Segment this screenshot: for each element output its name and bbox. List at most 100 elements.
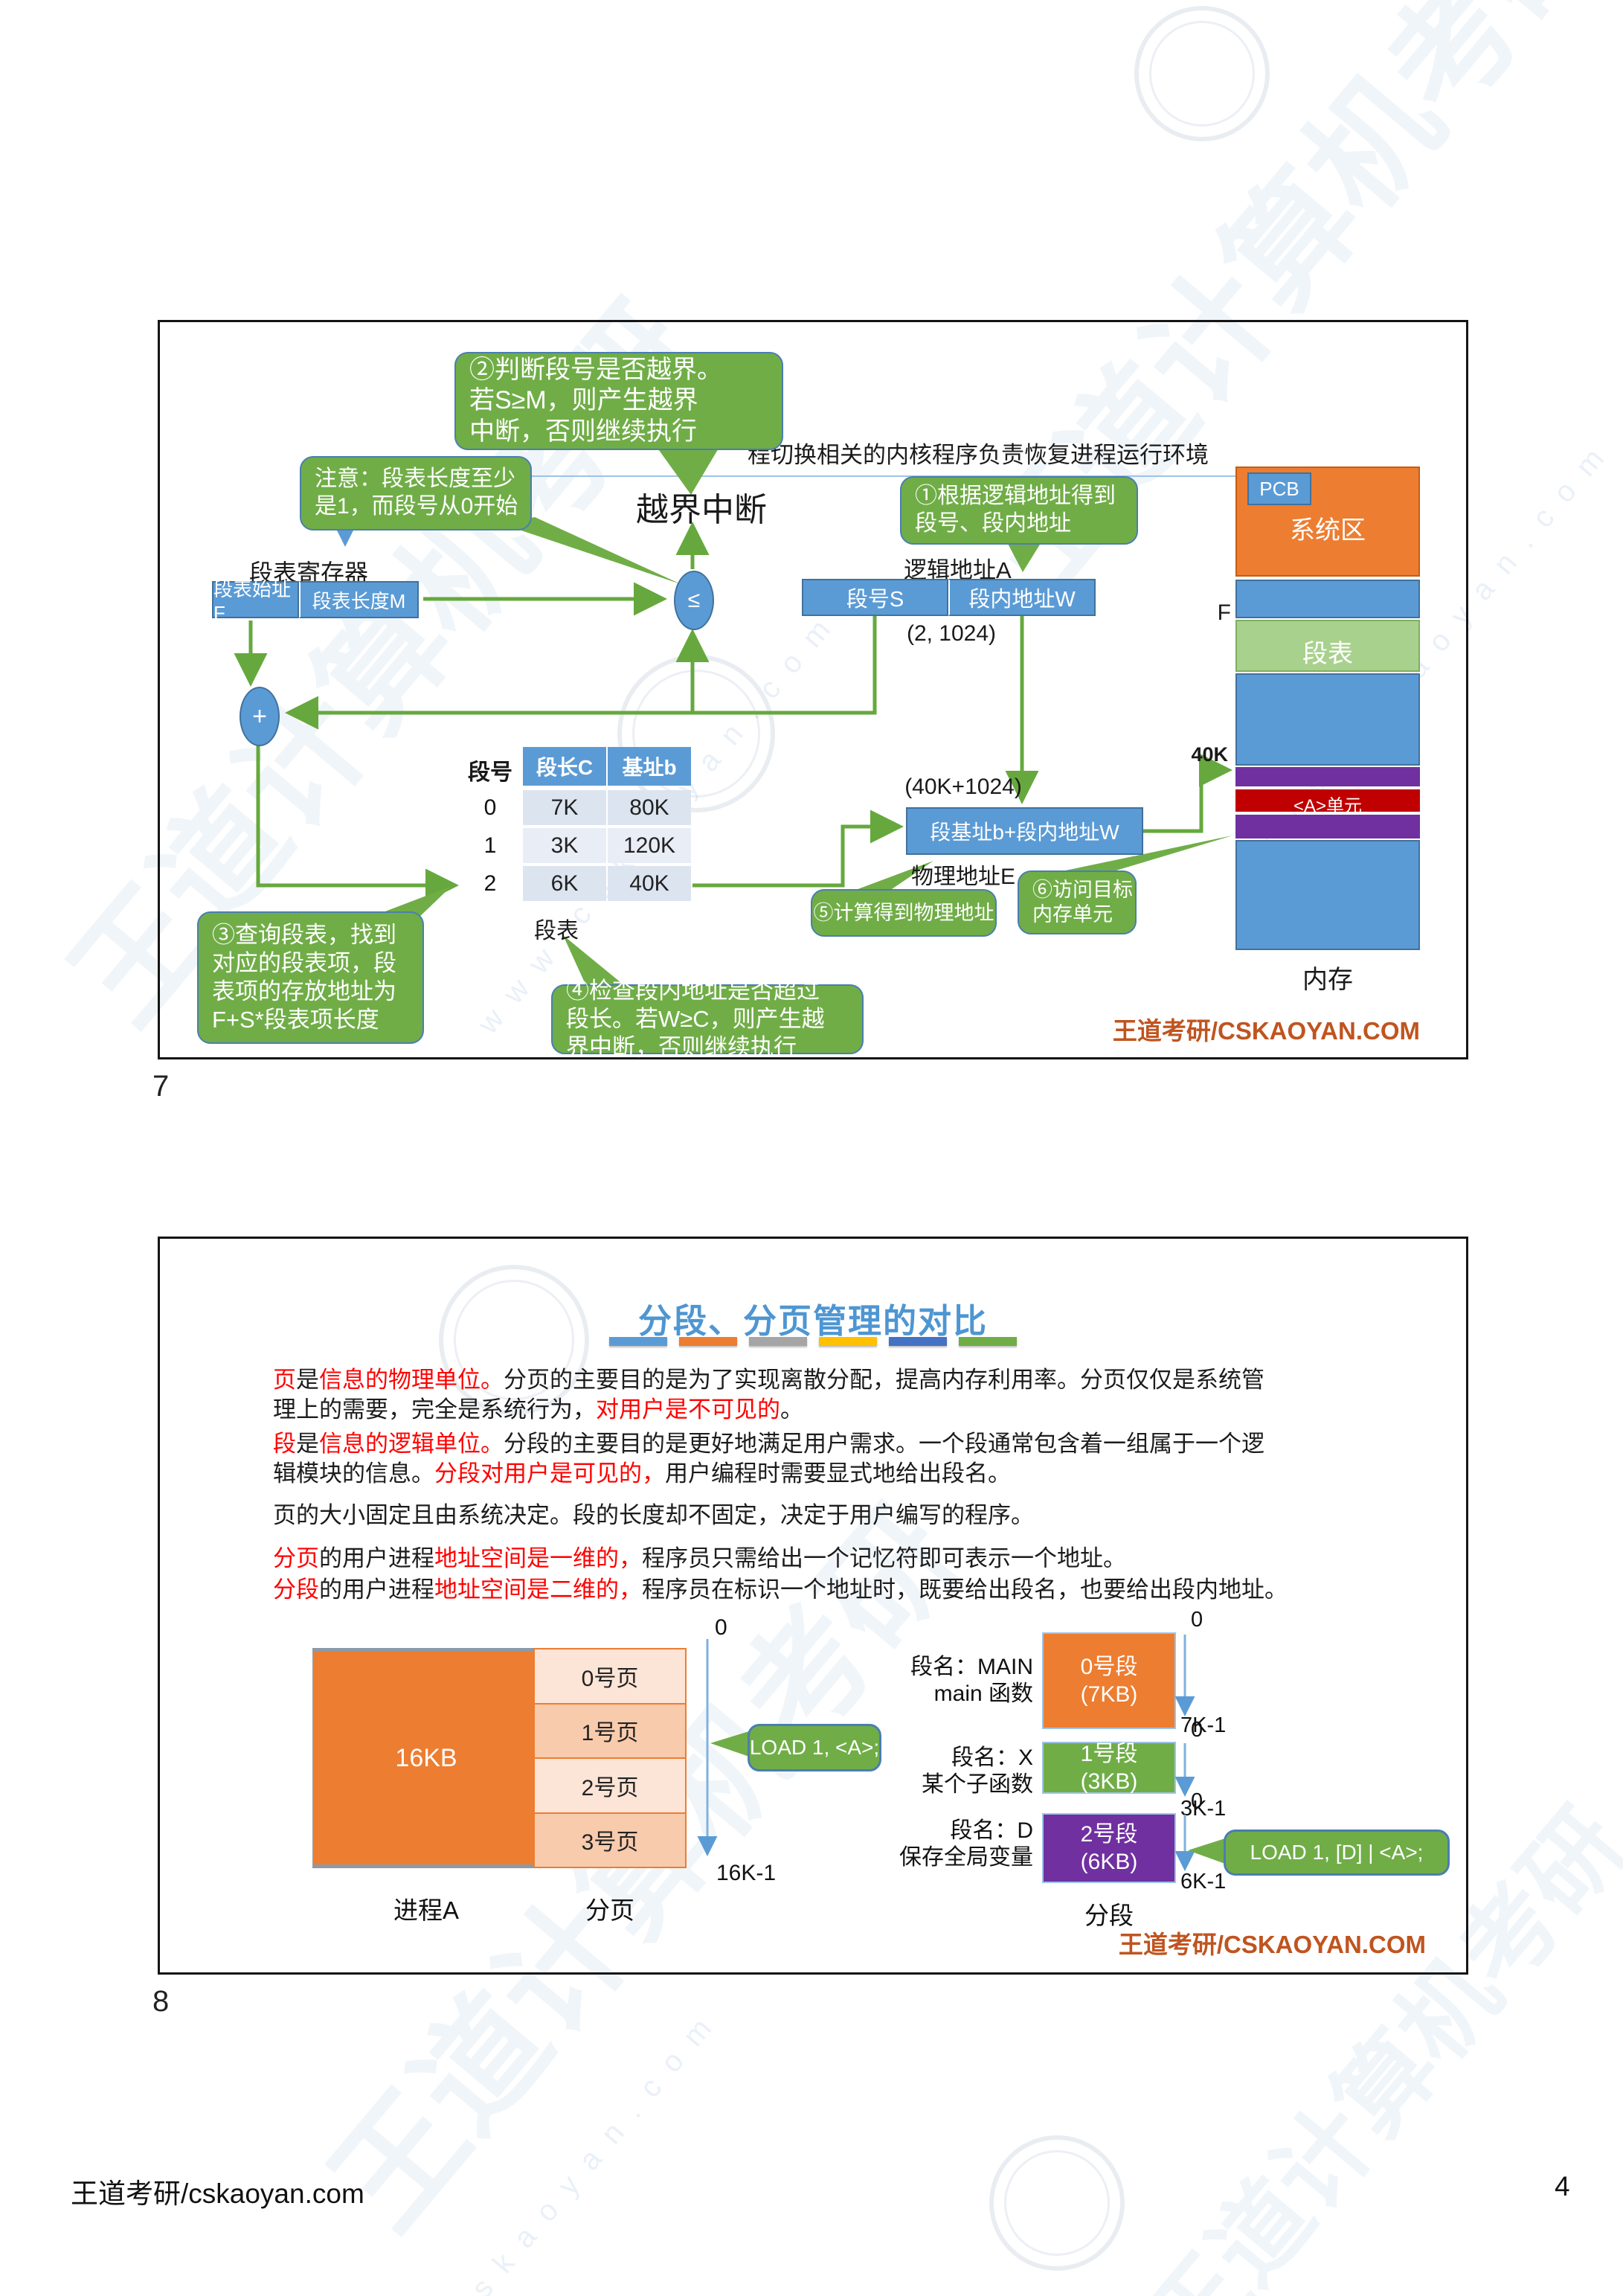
emphasis-red-text: 段 bbox=[273, 1431, 296, 1457]
callout-line: 表项的存放地址为 bbox=[212, 978, 396, 1004]
paging-axis-top: 0 bbox=[715, 1615, 727, 1640]
callout-step5-compute-physical: ⑤计算得到物理地址 bbox=[811, 889, 997, 937]
physical-sum-value: (40K+1024) bbox=[904, 775, 1022, 799]
body-text: 是 bbox=[296, 1367, 319, 1393]
segment-axis-bottom: 7K-1 bbox=[1180, 1713, 1227, 1737]
logical-segment-number-cell: 段号S bbox=[802, 579, 948, 616]
callout-step1-split-logical-address: ①根据逻辑地址得到 段号、段内地址 bbox=[900, 476, 1138, 545]
emphasis-red-text: 分段对用户是可见的， bbox=[434, 1460, 665, 1487]
logical-offset-cell: 段内地址W bbox=[948, 579, 1096, 616]
callout-line: 段长。若W≥C，则产生越 bbox=[566, 1006, 825, 1033]
footer-page-number: 4 bbox=[1555, 2171, 1570, 2202]
segment-name-line: 段名：MAIN bbox=[910, 1655, 1033, 1679]
segment-box: 0号段 (7KB) bbox=[1042, 1632, 1176, 1729]
load-instruction-paging: LOAD 1, <A>; bbox=[748, 1724, 881, 1771]
callout-line: 是1，而段号从0开始 bbox=[315, 494, 518, 519]
body-text: 分页的主要目的是为了实现离散分配，提高内存利用率。分页仅仅是系统管 bbox=[504, 1367, 1264, 1393]
callout-line: ⑥访问目标 bbox=[1032, 879, 1133, 902]
emphasis-red-text: 地址空间是一维的， bbox=[434, 1545, 642, 1571]
callout-line: 对应的段表项，段 bbox=[212, 950, 396, 977]
callout-line: 内存单元 bbox=[1032, 903, 1113, 926]
emphasis-red-text: 地址空间是二维的， bbox=[434, 1577, 642, 1603]
slide7-page-number: 7 bbox=[152, 1070, 170, 1103]
segment-base-cell: 80K bbox=[608, 790, 691, 825]
emphasis-red-text: 信息的物理单位。 bbox=[319, 1367, 504, 1393]
paragraph: 页是信息的物理单位。分页的主要目的是为了实现离散分配，提高内存利用率。分页仅仅是… bbox=[273, 1365, 1389, 1425]
title-underline-bar bbox=[959, 1337, 1017, 1346]
watermark-stamp bbox=[989, 2135, 1125, 2271]
segmentation-label: 分段 bbox=[1084, 1902, 1134, 1929]
segment-table-band-label: 段表 bbox=[1302, 640, 1353, 668]
body-text: 程序员只需给出一个记忆符即可表示一个地址。 bbox=[642, 1545, 1126, 1571]
body-text: 页的大小固定且由系统决定。段的长度却不固定，决定于用户编写的程序。 bbox=[273, 1502, 1034, 1528]
emphasis-red-text: 对用户是不可见的 bbox=[596, 1396, 780, 1423]
memory-f-pointer: F bbox=[1217, 600, 1231, 625]
callout-step4-check-offset: ④检查段内地址是否超过 段长。若W≥C，则产生越 界中断，否则继续执行 bbox=[551, 978, 864, 1060]
callout-step2-check-bounds: ②判断段号是否越界。 若S≥M，则产生越界 中断，否则继续执行 bbox=[454, 352, 783, 450]
callout-line: ④检查段内地址是否超过 bbox=[566, 978, 820, 1004]
segment-name-line: 段名：D bbox=[950, 1818, 1033, 1843]
brand-slide7: 王道考研/CSKAOYAN.COM bbox=[1112, 1017, 1420, 1045]
memory-system-area: 系统区 bbox=[1235, 466, 1420, 577]
page-cell: 0号页 bbox=[535, 1649, 685, 1703]
body-text: 。 bbox=[780, 1396, 803, 1423]
segment-table-header-base: 基址b bbox=[608, 747, 691, 786]
segment-base-cell: 120K bbox=[608, 828, 691, 863]
body-text: 辑模块的信息。 bbox=[273, 1460, 434, 1487]
process-a-box: 16KB bbox=[312, 1648, 540, 1868]
callout-step3-lookup-segment-table: ③查询段表，找到 对应的段表项，段 表项的存放地址为 F+S*段表项长度 bbox=[197, 911, 424, 1044]
segment-base-cell: 40K bbox=[608, 866, 691, 901]
register-length-cell: 段表长度M bbox=[299, 581, 419, 618]
callout-line: ②判断段号是否越界。 bbox=[469, 355, 722, 384]
target-cell-label: <A>单元 bbox=[1293, 796, 1363, 816]
callout-line: ⑤计算得到物理地址 bbox=[813, 901, 994, 924]
emphasis-red-text: 页 bbox=[273, 1367, 296, 1393]
segment-number-cell: 1 bbox=[483, 833, 497, 858]
compare-node: ≤ bbox=[674, 571, 714, 630]
callout-line: 注意：段表长度至少 bbox=[315, 466, 515, 492]
callout-tail bbox=[1188, 1838, 1225, 1864]
callout-line: 若S≥M，则产生越界 bbox=[469, 386, 698, 415]
memory-block bbox=[1235, 673, 1420, 766]
body-text: 分段的主要目的是更好地满足用户需求。一个段通常包含着一组属于一个逻 bbox=[504, 1431, 1264, 1457]
segment-axis-top: 0 bbox=[1191, 1608, 1203, 1632]
body-text: 用户编程时需要显式地给出段名。 bbox=[665, 1460, 1011, 1487]
logical-address-value: (2, 1024) bbox=[906, 621, 997, 646]
callout-line: 段号、段内地址 bbox=[915, 511, 1071, 536]
segment-box-line: 0号段 bbox=[1080, 1654, 1138, 1679]
pcb-box: PCB bbox=[1247, 472, 1311, 505]
segment-box: 1号段(3KB) bbox=[1042, 1742, 1176, 1794]
callout-tail bbox=[710, 1731, 749, 1757]
add-node: + bbox=[240, 687, 280, 746]
paging-axis-bottom: 16K-1 bbox=[716, 1861, 777, 1885]
segment-box-line: (6KB) bbox=[1080, 1850, 1138, 1874]
segment-name-line: 保存全局变量 bbox=[899, 1845, 1033, 1870]
title-underline-bar bbox=[819, 1337, 877, 1346]
title-underline-bar bbox=[679, 1337, 737, 1346]
memory-target-cell: <A>单元 bbox=[1235, 789, 1420, 816]
segment-axis-top: 0 bbox=[1191, 1718, 1203, 1742]
body-text: 的用户进程 bbox=[319, 1545, 434, 1571]
physical-address-label: 物理地址E bbox=[911, 865, 1016, 889]
callout-line: F+S*段表项长度 bbox=[212, 1006, 379, 1033]
register-base-cell: 段表始址F bbox=[212, 578, 299, 624]
brand-slide8: 王道考研/CSKAOYAN.COM bbox=[1118, 1931, 1426, 1958]
memory-block bbox=[1235, 580, 1420, 618]
memory-column: 系统区 PCB 段表 <A>单元 bbox=[1235, 466, 1420, 952]
paragraph: 页的大小固定且由系统决定。段的长度却不固定，决定于用户编写的程序。 bbox=[273, 1501, 1389, 1530]
memory-40k-pointer: 40K bbox=[1191, 743, 1228, 766]
body-text: 是 bbox=[296, 1431, 319, 1457]
segment-box: 2号段(6KB) bbox=[1042, 1813, 1176, 1883]
segment-axis-bottom: 3K-1 bbox=[1180, 1797, 1227, 1821]
emphasis-red-text: 信息的逻辑单位。 bbox=[319, 1431, 504, 1457]
segment-box-line: (7KB) bbox=[1080, 1682, 1138, 1707]
callout-step6-access-memory: ⑥访问目标 内存单元 bbox=[1018, 870, 1137, 934]
footer-brand: 王道考研/cskaoyan.com bbox=[71, 2178, 364, 2209]
page-cell: 2号页 bbox=[535, 1757, 685, 1812]
memory-segment-table-block: 段表 bbox=[1235, 620, 1420, 672]
segment-number-cell: 2 bbox=[483, 870, 497, 896]
